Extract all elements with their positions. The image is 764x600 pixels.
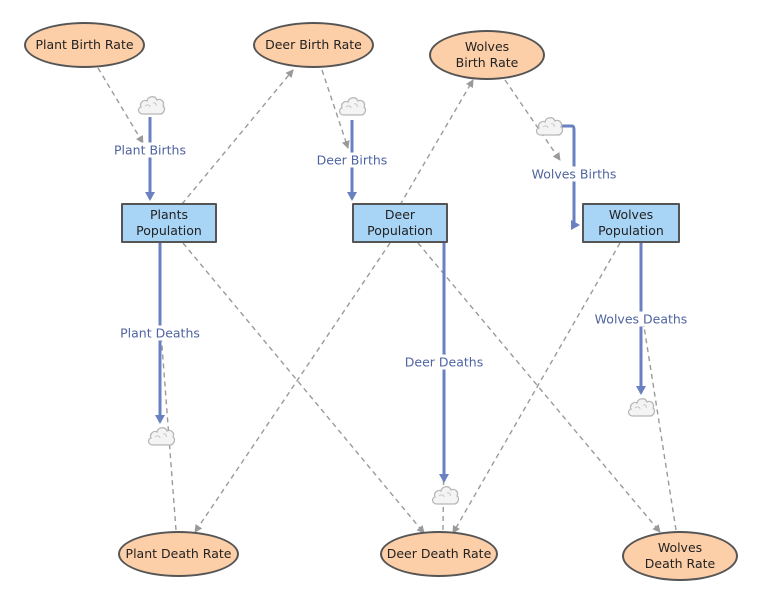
clouds [137,96,656,505]
cloud-icon [338,97,367,116]
cloud-icon [137,96,166,115]
node-plant-death-rate[interactable]: Plant Death Rate [118,531,239,577]
flow-label-deer-deaths: Deer Deaths [402,354,486,370]
stock-deer-population[interactable]: Deer Population [352,203,448,243]
information-links [97,67,677,534]
node-label: Wolves Death Rate [644,540,716,571]
stock-wolves-population[interactable]: Wolves Population [582,203,680,243]
link-deerbirthrate-to-deerbirths [321,69,350,149]
node-label: Deer Death Rate [386,546,492,561]
stock-plants-population[interactable]: Plants Population [121,203,217,243]
link-plantbirthrate-to-plantbirths [97,67,144,144]
flow-label-wolves-deaths: Wolves Deaths [592,311,690,327]
node-label: Plant Birth Rate [35,37,134,52]
link-plants-to-deerbirthrate [181,69,294,205]
link-wolvesbirthrate-to-wolvesbirths [504,79,561,161]
cloud-icon [431,486,460,505]
link-deer-to-wolvesdeathrate [417,242,661,533]
flow-label-wolves-births: Wolves Births [529,166,619,182]
node-label: Plant Death Rate [125,546,232,561]
node-label: Wolves Birth Rate [455,39,519,70]
node-label: Plants Population [136,207,202,238]
node-deer-death-rate[interactable]: Deer Death Rate [380,531,498,577]
flow-pipe-wolves-births [562,124,580,230]
cloud-icon [627,398,656,417]
node-label: Deer Population [367,207,433,238]
node-label: Deer Birth Rate [265,37,362,52]
flow-label-plant-births: Plant Births [112,142,188,158]
node-label: Wolves Population [598,207,664,238]
cloud-icon [535,117,564,136]
cloud-icon [147,427,176,446]
node-deer-birth-rate[interactable]: Deer Birth Rate [253,22,374,68]
link-wolves-to-deerdeathrate [452,242,621,534]
link-plantdeathrate-to-plantdeaths [157,332,177,531]
node-wolves-death-rate[interactable]: Wolves Death Rate [622,531,738,581]
flow-label-plant-deaths: Plant Deaths [118,325,202,341]
link-plants-to-deerdeathrate [182,242,425,534]
link-deer-to-wolvesbirthrate [399,79,474,206]
link-wolvesdeathrate-to-wolvesdeaths [640,319,677,531]
flow-label-deer-births: Deer Births [314,152,390,168]
link-deer-to-plantdeathrate [194,242,391,533]
node-wolves-birth-rate[interactable]: Wolves Birth Rate [429,30,545,80]
node-plant-birth-rate[interactable]: Plant Birth Rate [24,22,145,68]
